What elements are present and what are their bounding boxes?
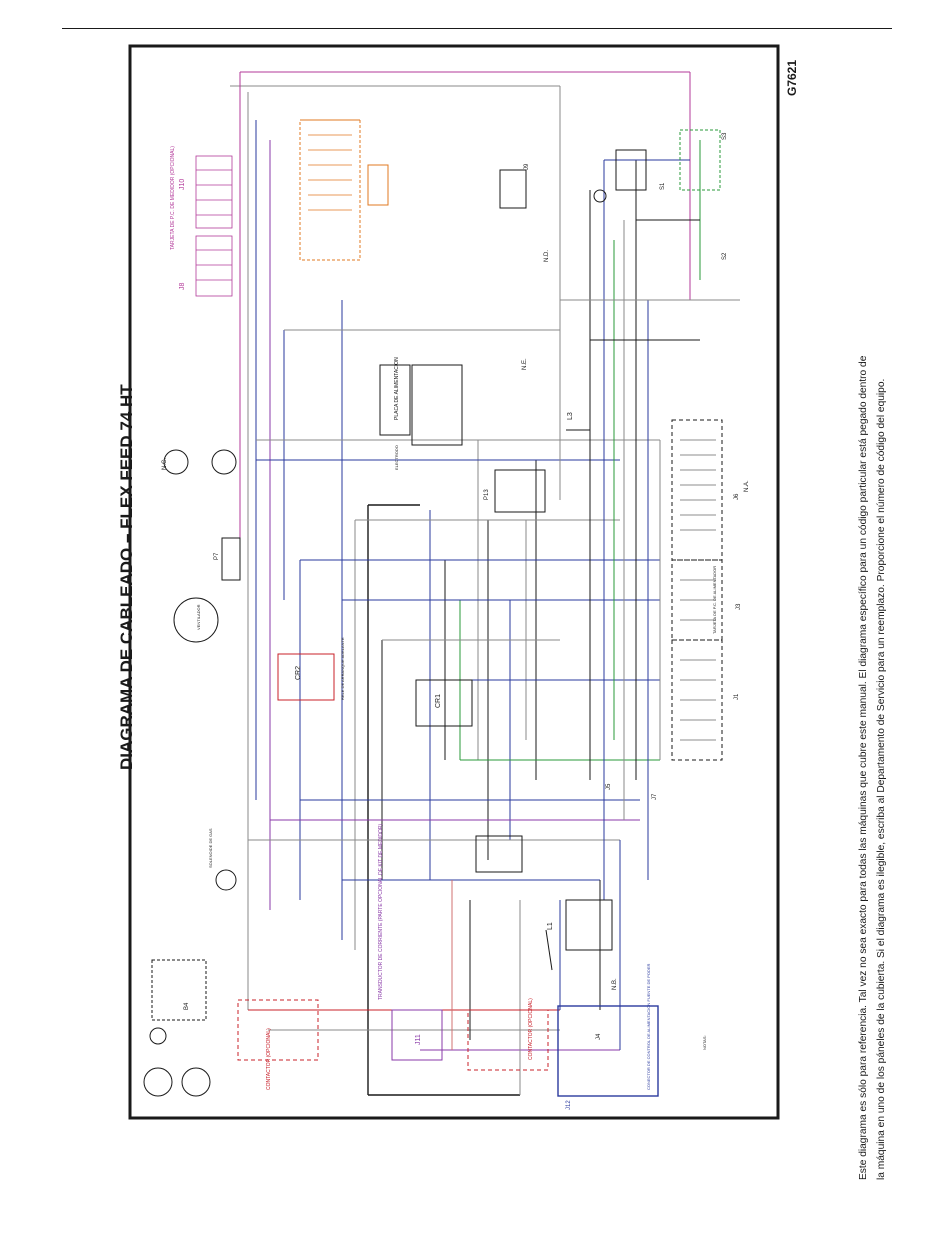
label-j1: J1	[734, 693, 740, 700]
label-ventilador: VENTILADOR	[196, 604, 201, 630]
label-j10: J10	[179, 179, 186, 190]
label-s1: S1	[660, 182, 666, 190]
label-j7: J7	[652, 793, 658, 800]
label-j4: J4	[596, 1033, 602, 1040]
label-notas: NOTAS:	[702, 1035, 707, 1050]
label-contactor-left: CONTACTOR (OPCIONAL)	[266, 1028, 272, 1090]
label-n-a: N.A.	[744, 480, 750, 492]
wires	[230, 71, 740, 1096]
label-transductor: TRANSDUCTOR DE CORRIENTE (PARTE OPCIONAL…	[378, 824, 384, 1000]
label-n-b: N.B.	[612, 978, 618, 990]
label-l3: L3	[567, 412, 574, 420]
label-p7: P7	[214, 552, 220, 560]
label-j9: J9	[524, 163, 530, 170]
text-labels: J10 J8 TARJETA DE P.C. DE MEDIDOR (OPCIO…	[162, 132, 750, 1110]
label-tarjeta-medidor: TARJETA DE P.C. DE MEDIDOR (OPCIONAL)	[170, 146, 176, 250]
label-l1: L1	[547, 922, 554, 930]
label-electrodo: ELECTRODO	[394, 445, 399, 470]
components	[143, 119, 751, 1097]
footer-note-line-1: Este diagrama es sólo para referencia. T…	[858, 355, 869, 1180]
label-tarjeta-pc-alimentador: TARJETA DE P.C. DE ALIMENTADOR	[712, 566, 717, 634]
label-b4: B4	[184, 1002, 190, 1010]
label-n-c: N.C.	[162, 458, 168, 470]
label-contactor-right: CONTACTOR (OPCIONAL)	[528, 998, 534, 1060]
label-s2: S2	[722, 252, 728, 260]
drawing-number: G7621	[785, 60, 799, 96]
label-conector-control: CONECTOR DE CONTROL DE ALIMENTACION FUEN…	[646, 964, 651, 1090]
label-j11: J11	[415, 1034, 422, 1045]
diagram-border	[128, 44, 780, 1120]
label-s3: S3	[722, 132, 728, 140]
label-n-d: N.D.	[544, 250, 550, 262]
label-cr1: CR1	[435, 694, 442, 708]
label-placa-alimentacion: PLACA DE ALIMENTACION	[394, 357, 400, 420]
label-j8: J8	[179, 283, 186, 291]
label-j12: J12	[566, 1100, 572, 1110]
footer-note-line-2: la máquina en uno de los páneles de la c…	[876, 379, 887, 1180]
label-j5: J5	[606, 783, 612, 790]
label-solenoide: SOLENOIDE DE GAS	[208, 828, 213, 868]
label-j6: J6	[734, 493, 740, 500]
label-j3: J3	[736, 603, 742, 610]
top-rule	[62, 28, 892, 29]
label-n-e: N.E.	[522, 358, 528, 370]
label-relevador: RELE DE ARRANQUE ADELANTE	[340, 637, 345, 700]
label-p13: P13	[484, 489, 490, 500]
label-cr2: CR2	[295, 666, 302, 680]
diagram-title: DIAGRAMA DE CABLEADO – FLEX FEED 74 HT	[117, 384, 136, 770]
